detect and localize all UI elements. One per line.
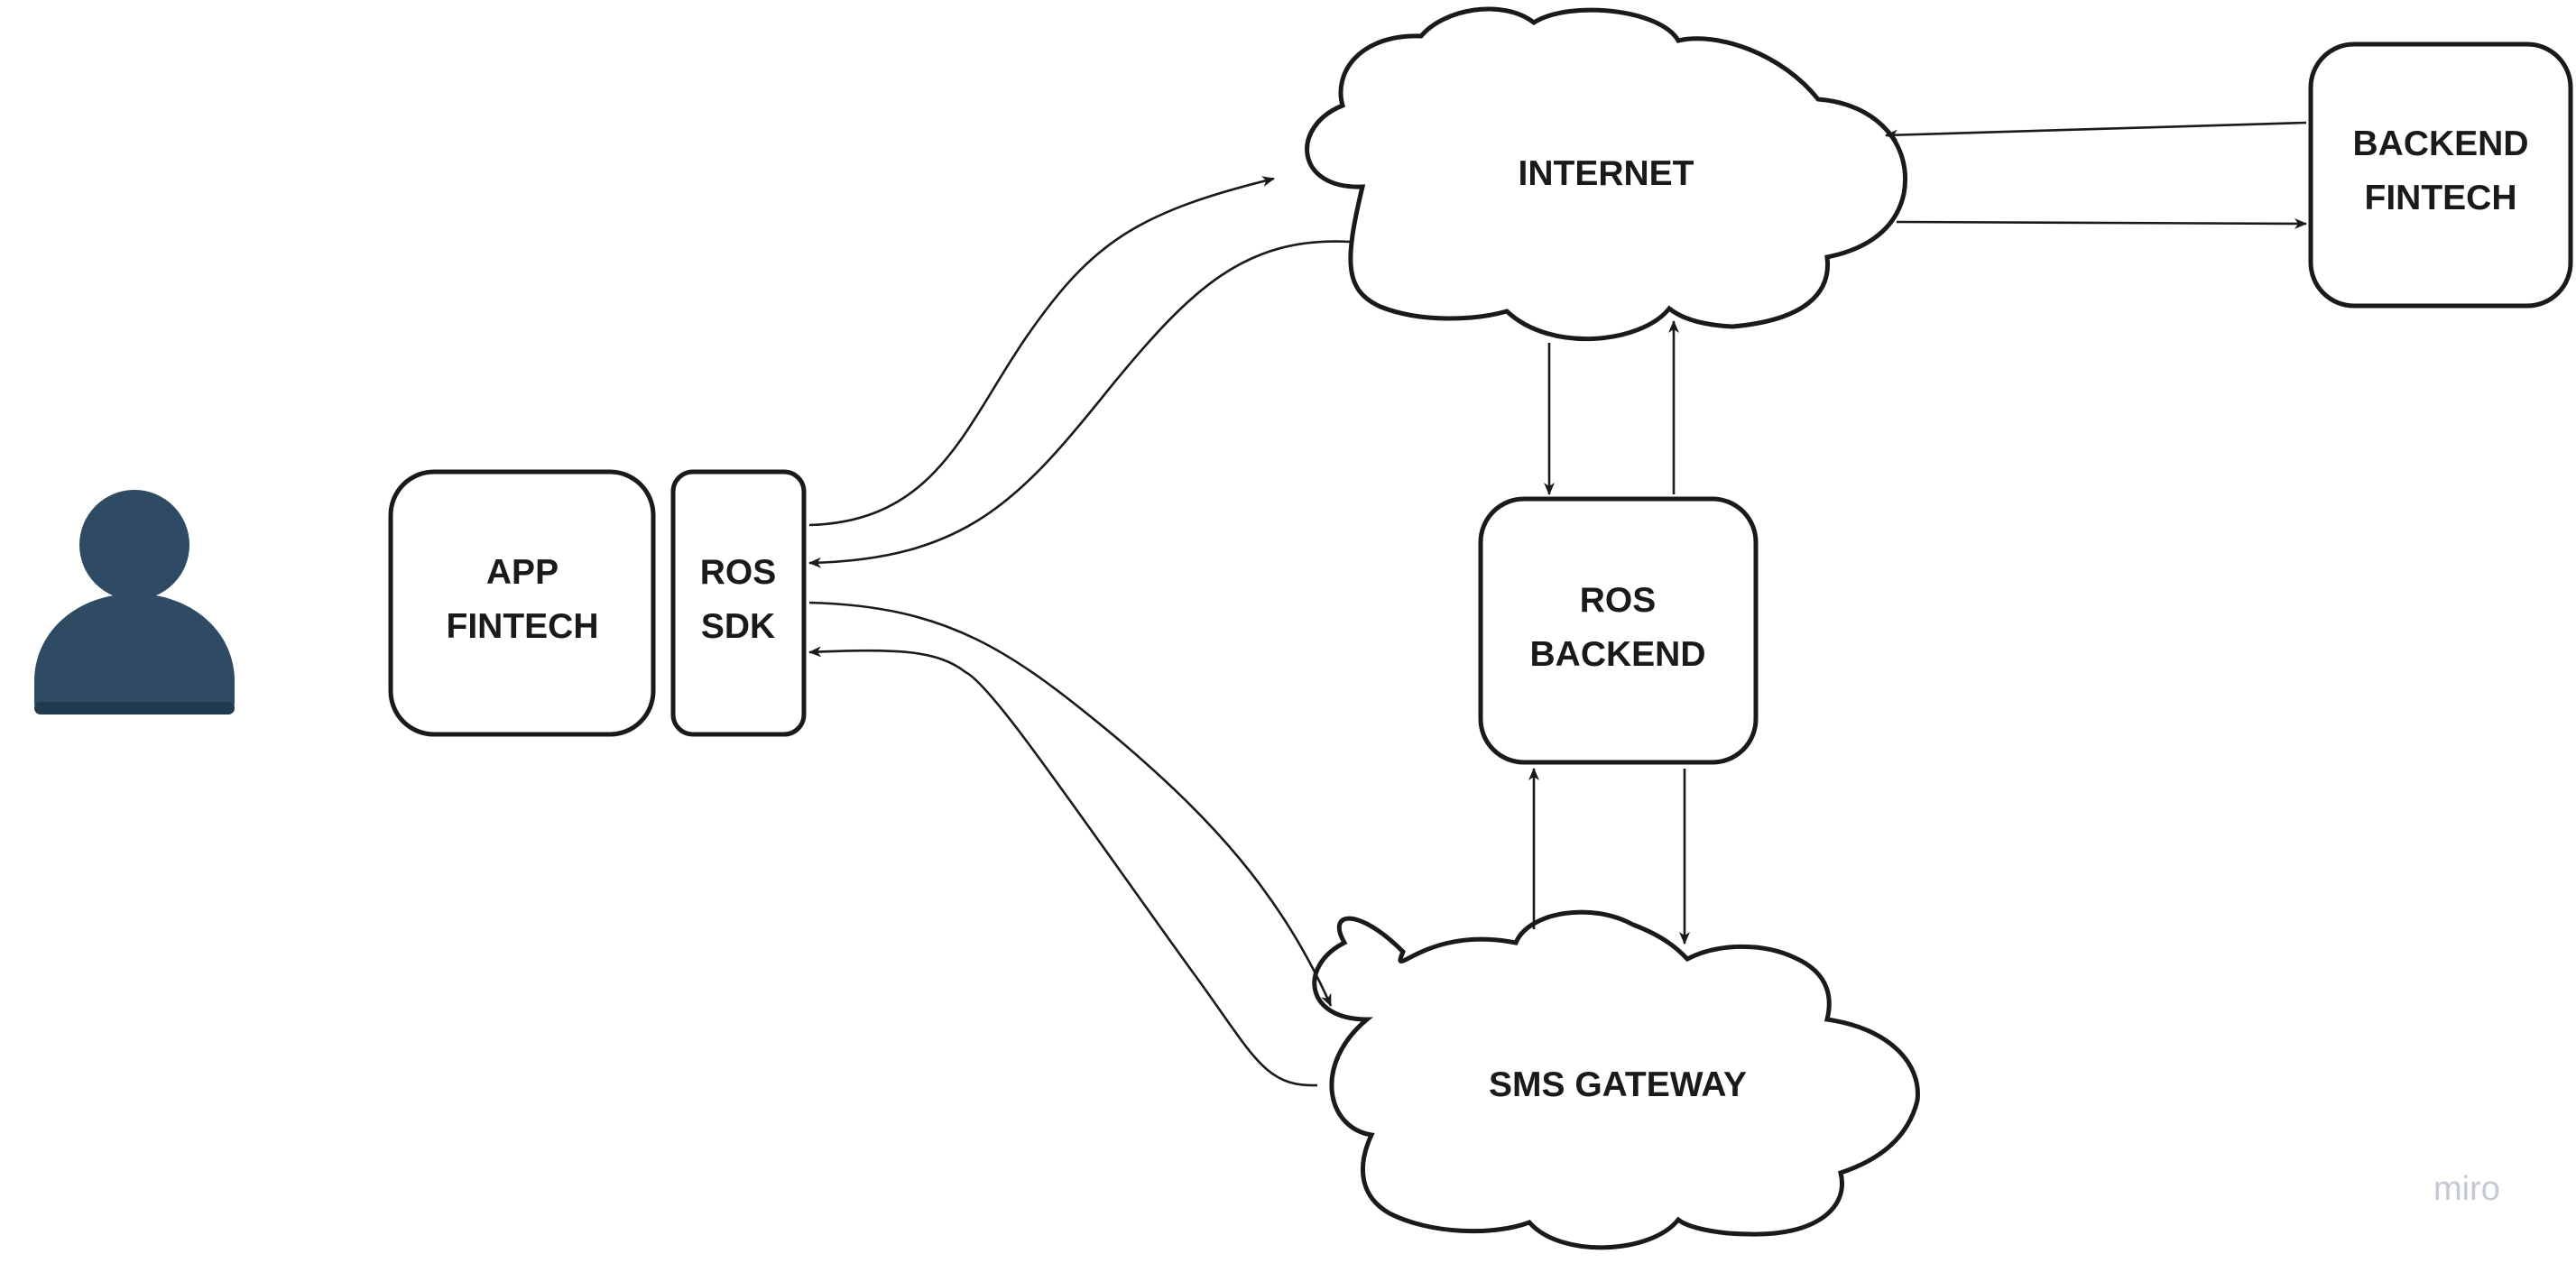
miro-watermark: miro xyxy=(2433,1170,2500,1208)
internet-cloud[interactable]: INTERNET xyxy=(1305,6,1907,342)
edge-ros-sdk-to-internet xyxy=(808,176,1275,527)
edge-sms-gateway-to-ros-sdk xyxy=(808,646,1318,1087)
ros-sdk-label-line1: ROS xyxy=(700,553,777,592)
ros-backend-label-line2: BACKEND xyxy=(1530,635,1706,674)
backend-fintech-label-line2: FINTECH xyxy=(2365,179,2517,217)
ros-backend-label-line1: ROS xyxy=(1580,581,1657,620)
app-fintech-label-line1: APP xyxy=(486,553,559,592)
edge-internet-to-ros-sdk xyxy=(808,240,1351,568)
edge-ros-sdk-to-sms-gateway xyxy=(808,601,1333,1007)
sms-gateway-cloud[interactable]: SMS GATEWAY xyxy=(1312,909,1920,1250)
person-icon xyxy=(34,490,235,714)
ros-sdk-label-line2: SDK xyxy=(701,607,775,646)
internet-label: INTERNET xyxy=(1519,154,1694,193)
backend-fintech-label-line1: BACKEND xyxy=(2353,124,2529,163)
edge-internet-to-backend-fintech xyxy=(1896,217,2307,229)
app-fintech-node[interactable]: APP FINTECH xyxy=(388,469,656,737)
backend-fintech-node[interactable]: BACKEND FINTECH xyxy=(2308,41,2573,309)
ros-backend-node[interactable]: ROS BACKEND xyxy=(1478,496,1759,765)
edge-backend-fintech-to-internet xyxy=(1885,121,2307,141)
app-fintech-label-line2: FINTECH xyxy=(447,607,599,646)
ros-sdk-node[interactable]: ROS SDK xyxy=(670,469,807,737)
sms-gateway-label: SMS GATEWAY xyxy=(1489,1065,1747,1104)
